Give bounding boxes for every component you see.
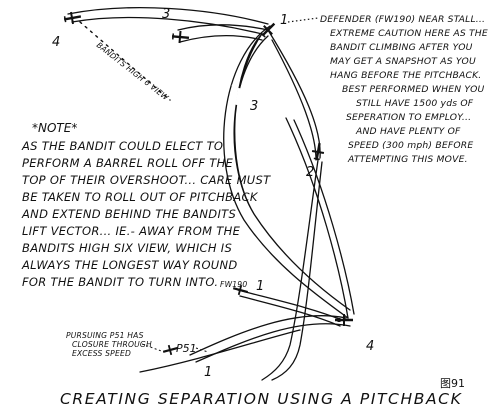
- defender-note-line: BANDIT CLIMBING AFTER YOU: [330, 42, 473, 53]
- note-line: PERFORM A BARREL ROLL OFF THE: [22, 156, 234, 170]
- lower-right-path-2: [293, 119, 355, 315]
- lower-right-path-1: [285, 117, 349, 319]
- defender-note-line: SEPERATION TO EMPLOY...: [346, 112, 471, 123]
- note-line: ALWAYS THE LONGEST WAY ROUND: [21, 258, 238, 272]
- note-line: TOP OF THEIR OVERSHOOT... CARE MUST: [22, 173, 271, 187]
- note-line: LIFT VECTOR... IE.- AWAY FROM THE: [22, 224, 241, 238]
- label-connectors: [141, 343, 209, 353]
- position-number: 2: [306, 165, 314, 180]
- fw190-path-2: [239, 295, 341, 327]
- note-line: BANDITS HIGH SIX VIEW, WHICH IS: [22, 241, 232, 255]
- position-number: 3: [250, 99, 258, 114]
- pursuing-note: PURSUING P51 HAS CLOSURE THROUGH EXCESS …: [66, 331, 152, 358]
- bandit-path-descend-1: [261, 159, 319, 381]
- note-line: FOR THE BANDIT TO TURN INTO.: [22, 275, 218, 289]
- bandits-view-line: [79, 21, 171, 101]
- diagram-caption: CREATING SEPARATION USING A PITCHBACK: [60, 390, 463, 408]
- aircraft-icon: [335, 314, 353, 326]
- defender-note-line: AND HAVE PLENTY OF: [355, 126, 461, 137]
- note-heading: *NOTE*: [32, 121, 77, 135]
- defender-note-line: ATTEMPTING THIS MOVE.: [347, 154, 468, 165]
- bandit-path-top-inner: [71, 16, 263, 35]
- position-number: 1: [280, 13, 288, 28]
- defender-note-line: DEFENDER (FW190) NEAR STALL...: [320, 14, 485, 25]
- p51-path-1: [189, 315, 347, 356]
- position-numbers: 4 3 1 2 3 2 1 4 1: [52, 7, 374, 380]
- note-line: AND EXTEND BEHIND THE BANDITS: [21, 207, 236, 221]
- figure-number: 图91: [440, 377, 465, 390]
- fw190-label: FW190: [220, 280, 247, 289]
- pursuing-note-line: EXCESS SPEED: [72, 349, 131, 358]
- bandit-path-climb-1: [267, 29, 321, 159]
- defender-note-line: MAY GET A SNAPSHOT AS YOU: [330, 56, 476, 67]
- position-number: 1: [204, 365, 212, 380]
- defender-note-leader: [287, 17, 319, 23]
- defender-note-line: BEST PERFORMED WHEN YOU: [342, 84, 485, 95]
- aircraft-icon: [162, 344, 179, 356]
- note-block: *NOTE* AS THE BANDIT COULD ELECT TO PERF…: [21, 121, 271, 289]
- pitchback-crescent-highlight: [238, 85, 245, 101]
- bandit-path-descend-2: [271, 161, 323, 381]
- bandit-path-second-inner: [179, 35, 263, 43]
- p51-path-2: [195, 323, 351, 363]
- aircraft-icon: [231, 87, 245, 106]
- position-number: 2: [230, 83, 238, 98]
- defender-note-line: EXTREME CAUTION HERE AS THE: [330, 28, 488, 39]
- note-line: AS THE BANDIT COULD ELECT TO: [21, 139, 223, 153]
- defender-path-arc-outer: [223, 25, 349, 319]
- position-number: 3: [162, 7, 170, 22]
- pursuing-p51-leader: [141, 343, 165, 353]
- p51-label: P51: [176, 342, 197, 355]
- position-number: 1: [256, 279, 264, 294]
- pursuing-note-line: CLOSURE THROUGH: [72, 340, 152, 349]
- p51-leader: [195, 347, 209, 353]
- aircraft-icon: [63, 11, 82, 25]
- defender-note-line: STILL HAVE 1500 yds OF: [356, 98, 474, 109]
- aircraft-icon: [311, 142, 325, 161]
- position-number: 4: [52, 35, 60, 50]
- bandit-path-top-outer: [67, 7, 269, 25]
- defender-note-line: SPEED (300 mph) BEFORE: [348, 140, 473, 151]
- aircraft-icon: [232, 284, 249, 296]
- bandits-view-label: BANDITS HIGH 6 VIEW: [95, 40, 171, 102]
- bandit-path-climb-2: [271, 39, 317, 161]
- aircraft-icon: [171, 30, 190, 44]
- note-line: BE TAKEN TO ROLL OUT OF PITCHBACK: [22, 190, 259, 204]
- defender-note-line: HANG BEFORE THE PITCHBACK.: [330, 70, 481, 81]
- lower-sweep: [139, 329, 301, 373]
- pitchback-crescent: [234, 33, 263, 215]
- aircraft-icon: [260, 22, 276, 38]
- position-number: 4: [366, 339, 374, 354]
- bandit-path-second-outer: [177, 24, 269, 31]
- defender-note: DEFENDER (FW190) NEAR STALL... EXTREME C…: [320, 14, 488, 165]
- pursuing-note-line: PURSUING P51 HAS: [66, 331, 144, 340]
